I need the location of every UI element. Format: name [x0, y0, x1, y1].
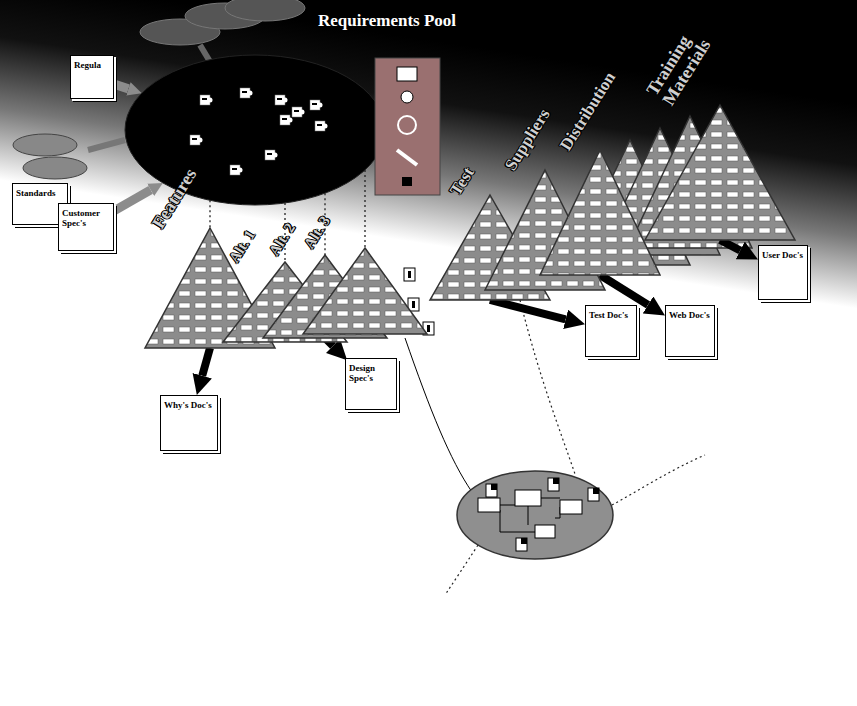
input-arrow	[114, 190, 151, 211]
cost-icon-mark	[427, 325, 430, 332]
source-arrow	[88, 140, 125, 150]
cost-icon-mark	[412, 301, 415, 308]
tree-label: Alt. 2	[267, 221, 299, 259]
document-box: Customer Spec's	[58, 203, 114, 251]
output-arrow	[600, 275, 648, 305]
doc-icon	[486, 484, 497, 497]
tree-label: Alt. 1	[227, 228, 259, 266]
piece-mark	[312, 103, 317, 105]
requirement-tree: Training Materials	[645, 105, 795, 240]
piece-mark	[277, 98, 282, 100]
tree-shape	[645, 105, 795, 240]
source-oval	[23, 157, 87, 179]
dotted-link	[520, 300, 575, 474]
pool-heading: Requirements Pool	[318, 11, 456, 31]
requirements-pool: Requirements Pool	[125, 55, 385, 205]
requirement-tree: Alt. 3	[303, 248, 427, 334]
cost-icon-mark	[408, 271, 411, 278]
leader-line	[405, 338, 472, 492]
piece-tab	[248, 91, 253, 96]
detail-oval	[457, 471, 613, 559]
document-label: Standards	[16, 188, 64, 198]
tool-icon	[401, 91, 413, 103]
detail-box	[535, 525, 555, 538]
doc-icon-corner	[521, 538, 527, 544]
piece-tab	[283, 98, 288, 103]
doc-icon-corner	[553, 478, 559, 484]
output-arrow	[202, 348, 210, 376]
document-box: Design Spec's	[345, 358, 397, 410]
document-label: Customer Spec's	[62, 208, 110, 229]
piece-mark	[192, 138, 197, 140]
piece-tab	[288, 118, 293, 123]
piece-tab	[208, 98, 213, 103]
output-arrow	[720, 240, 740, 250]
doc-icon	[548, 478, 559, 491]
doc-icon-corner	[491, 484, 497, 490]
dotted-link	[612, 455, 705, 505]
tree-label: Training Materials	[643, 8, 725, 109]
tree-label: Suppliers	[502, 106, 554, 174]
doc-icon	[588, 488, 599, 501]
detail-box	[478, 498, 500, 512]
trace-line	[209, 200, 210, 228]
tree-label: Alt. 3	[302, 214, 334, 252]
piece-mark	[242, 91, 247, 93]
document-label: Design Spec's	[349, 363, 393, 384]
dotted-link	[445, 545, 478, 595]
document-label: Web Doc's	[669, 310, 711, 320]
tool-panel	[375, 58, 440, 195]
tree-label: Distribution	[557, 69, 619, 154]
piece-mark	[294, 110, 299, 112]
piece-tab	[238, 168, 243, 173]
document-label: Why's Doc's	[164, 400, 214, 410]
source-oval	[225, 0, 305, 21]
document-box: Web Doc's	[665, 305, 715, 357]
document-box: Why's Doc's	[160, 395, 218, 451]
piece-tab	[273, 153, 278, 158]
doc-icon-corner	[593, 488, 599, 494]
detail-box	[560, 500, 582, 514]
document-label: Regula	[74, 60, 110, 70]
tool-icon	[402, 177, 412, 186]
tool-panel-body	[375, 58, 440, 195]
pool-shape	[125, 55, 385, 205]
piece-mark	[232, 168, 237, 170]
detail-box	[515, 490, 541, 506]
piece-mark	[317, 124, 322, 126]
detail-ellipse	[457, 471, 613, 559]
tree-triangle	[540, 150, 660, 275]
piece-mark	[282, 118, 287, 120]
doc-icon	[516, 538, 527, 551]
piece-tab	[300, 110, 305, 115]
cost-icon	[404, 268, 415, 281]
tree-triangle	[645, 105, 795, 240]
detail-links	[405, 300, 705, 595]
tree-triangle	[303, 248, 427, 334]
tree-shape	[303, 248, 427, 334]
document-label: User Doc's	[762, 250, 804, 260]
piece-mark	[267, 153, 272, 155]
input-arrow	[114, 84, 128, 89]
pool-ellipse	[125, 55, 385, 205]
tool-icon	[397, 150, 417, 165]
tool-icon	[397, 67, 417, 81]
piece-tab	[318, 103, 323, 108]
tree-label: Test	[447, 164, 478, 199]
document-box: Regula	[70, 55, 114, 99]
piece-tab	[198, 138, 203, 143]
source-oval	[13, 134, 77, 156]
document-box: Test Doc's	[585, 305, 637, 357]
output-arrow	[490, 300, 566, 319]
tool-icon	[398, 116, 416, 134]
requirement-tree: Distribution	[540, 150, 660, 275]
tree-shape	[540, 150, 660, 275]
piece-mark	[202, 98, 207, 100]
document-box: User Doc's	[758, 245, 808, 300]
piece-tab	[323, 124, 328, 129]
trace-line	[364, 170, 365, 248]
document-label: Test Doc's	[589, 310, 633, 320]
